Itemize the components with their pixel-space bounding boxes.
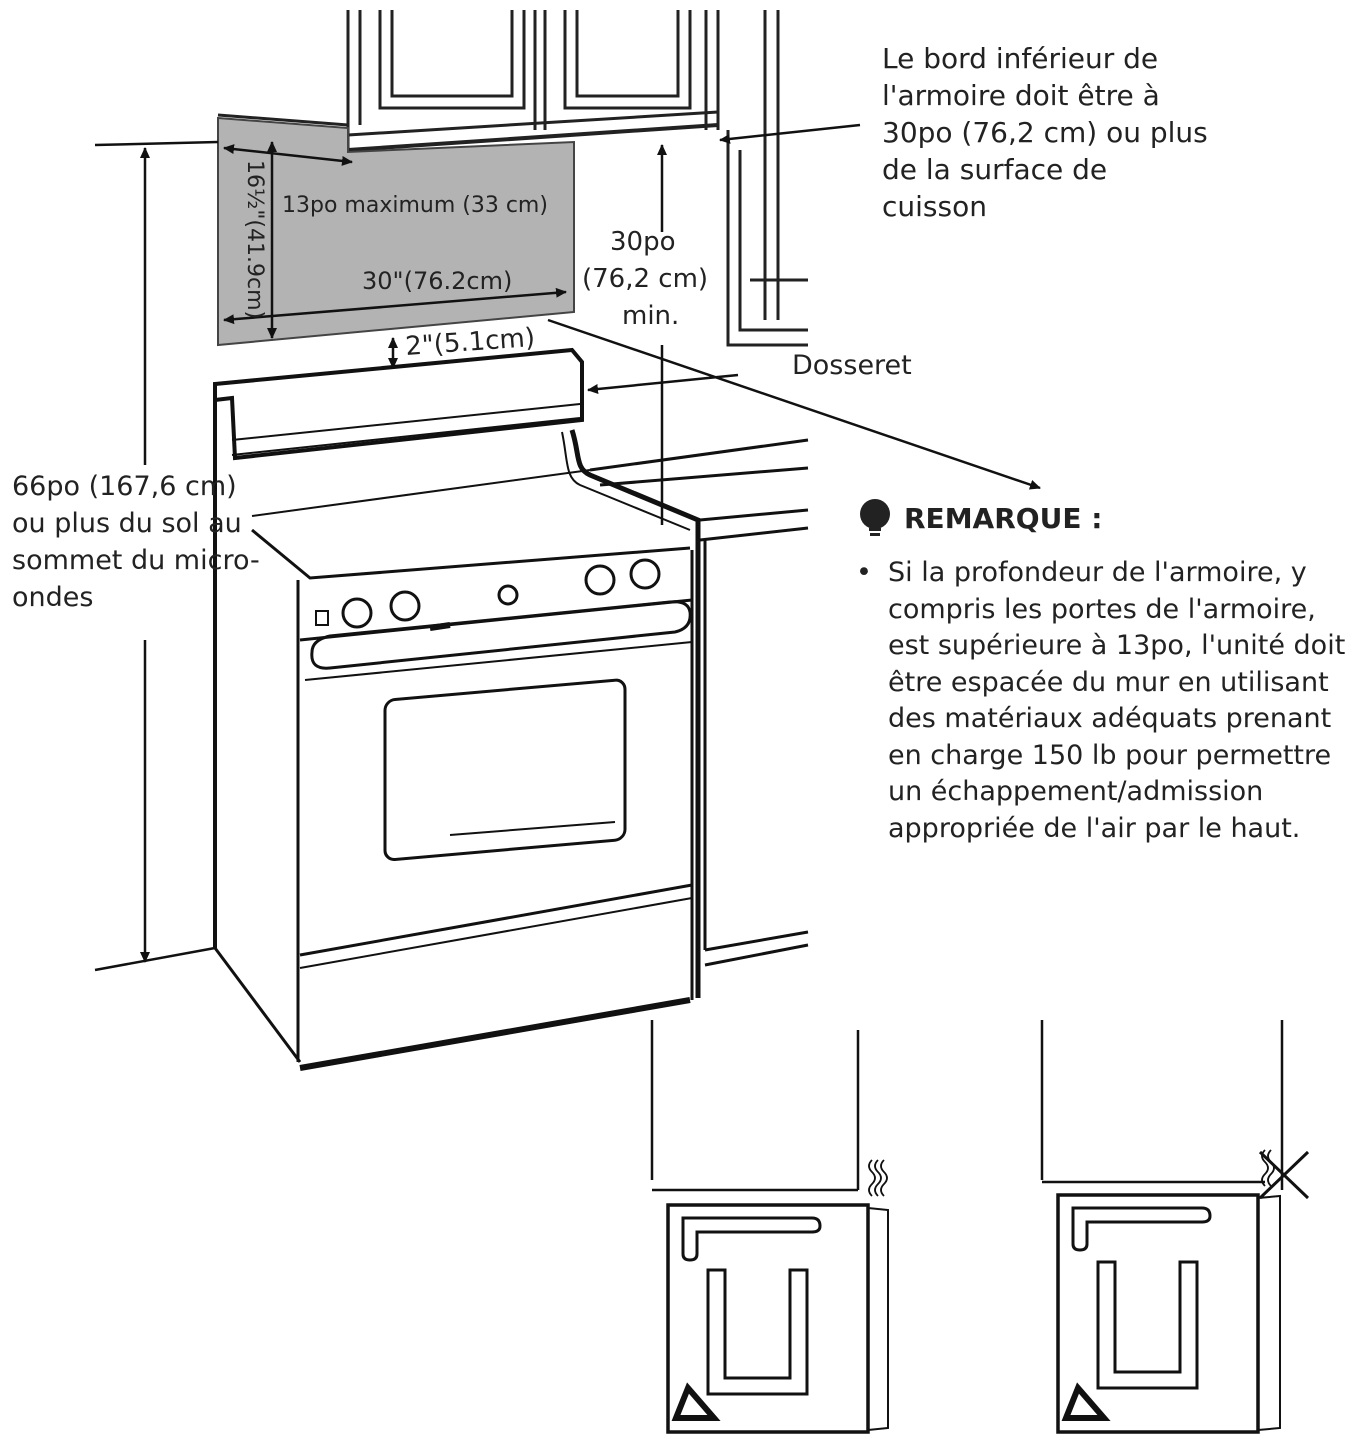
remark-bullet: •	[856, 557, 872, 588]
upper-cabinets	[346, 10, 808, 347]
range-stove	[213, 347, 701, 1071]
dimension-lines	[94, 123, 1041, 972]
side-view-correct	[650, 1020, 889, 1434]
depth-max-label: 13po maximum (33 cm)	[282, 193, 548, 218]
lightbulb-icon	[860, 499, 890, 536]
backsplash-label: Dosseret	[792, 350, 912, 381]
width-label: 30"(76.2cm)	[362, 267, 512, 295]
counter	[589, 438, 809, 967]
cabinet-clearance-note: Le bord inférieur de l'armoire doit être…	[882, 42, 1208, 223]
remark-heading-text: REMARQUE :	[904, 501, 1103, 535]
clearance-label-3: min.	[622, 301, 679, 331]
clearance-label-1: 30po	[610, 227, 676, 257]
remark-heading: REMARQUE :	[856, 498, 1102, 538]
floor-height-note: 66po (167,6 cm) ou plus du sol au sommet…	[12, 471, 260, 613]
remark-text: Si la profondeur de l'armoire, y compris…	[888, 557, 1346, 844]
side-view-incorrect	[1040, 1020, 1310, 1434]
clearance-label-2: (76,2 cm)	[582, 264, 708, 294]
height-vertical-label: 16½"(41.9cm)	[242, 160, 267, 319]
remark-body: • Si la profondeur de l'armoire, y compr…	[856, 555, 1361, 847]
